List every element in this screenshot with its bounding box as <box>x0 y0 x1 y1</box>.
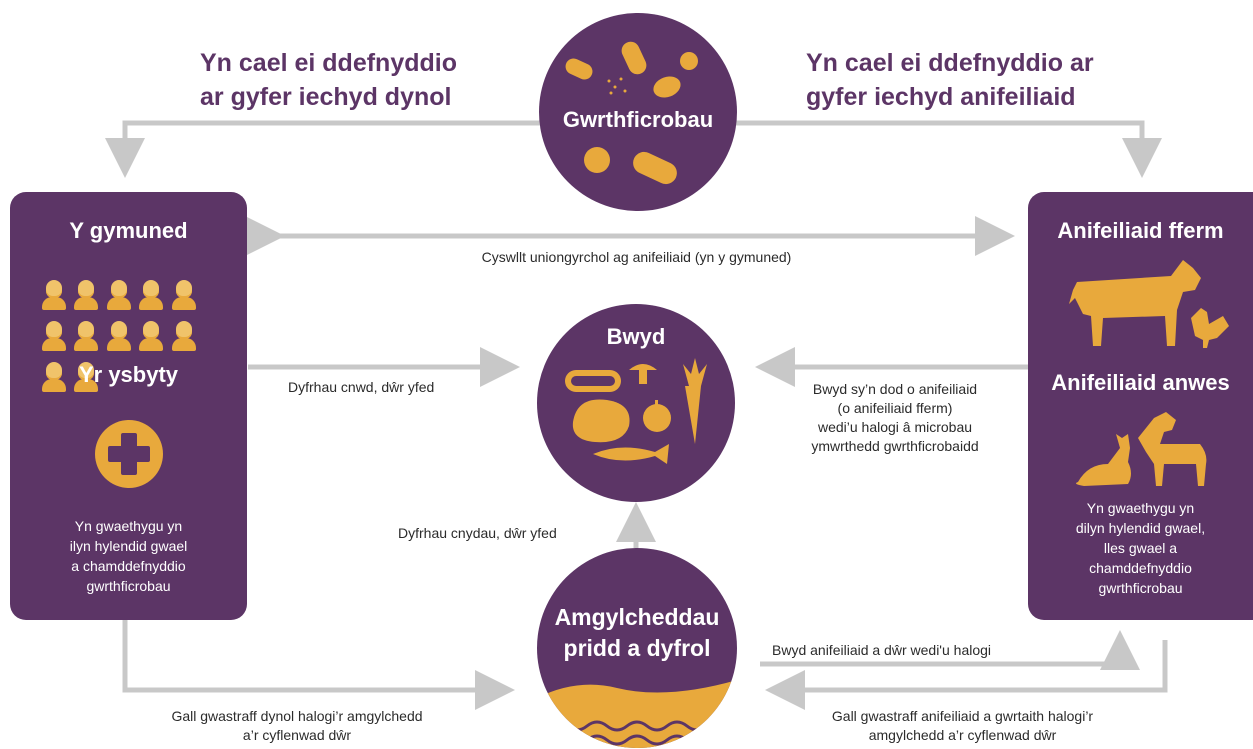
chicken-icon <box>572 399 630 443</box>
pet-icons <box>1076 412 1207 486</box>
pets-title: Anifeiliaid anwes <box>1051 370 1230 395</box>
water-waves-icon <box>546 720 728 732</box>
label-community-to-food: Dyfrhau cnwd, dŵr yfed <box>288 379 435 395</box>
cat-icon <box>1076 434 1131 486</box>
mushroom-icon <box>629 364 657 384</box>
antimicrobials-title: Gwrthficrobau <box>562 107 714 132</box>
antimicrobials-node: Gwrthficrobau <box>539 13 737 211</box>
farm-animal-icons <box>1069 260 1229 348</box>
tablet-icon <box>584 147 610 173</box>
carrot-icon <box>685 386 701 444</box>
label-direct-contact: Cyswllt uniongyrchol ag anifeiliaid (yn … <box>481 249 792 265</box>
label-animals-to-environment: Gall gwastraff anifeiliaid a gwrtaith ha… <box>831 708 1094 743</box>
dog-icon <box>1138 412 1207 486</box>
capsule-icon <box>621 41 647 75</box>
arrow-animals-to-environment <box>765 640 1168 710</box>
hills-icon <box>537 680 737 748</box>
community-title: Y gymuned <box>69 218 188 243</box>
fish-icon <box>593 444 669 464</box>
tablet-icon <box>653 76 681 98</box>
people-icon <box>40 280 220 403</box>
arrow-antimicrobials-to-community <box>105 120 540 178</box>
food-title: Bwyd <box>606 324 666 349</box>
heading-human-use: Yn cael ei ddefnyddio ar gyfer iechyd dy… <box>200 49 457 111</box>
animals-note: Yn gwaethygu yn dilyn hylendid gwael, ll… <box>1075 500 1206 596</box>
label-animals-to-food: Bwyd sy’n dod o anifeiliaid (o anifeilia… <box>811 381 979 454</box>
apple-icon <box>643 404 671 432</box>
capsule-icon <box>565 58 593 80</box>
food-icons <box>565 358 707 464</box>
arrow-environment-to-animals <box>760 630 1140 670</box>
community-node: Y gymuned Yr ysbyty Yn gwaethygu yn ilyn… <box>10 192 247 620</box>
environment-title: Amgylcheddau pridd a dyfrol <box>554 604 720 661</box>
community-note: Yn gwaethygu yn ilyn hylendid gwael a ch… <box>69 518 188 594</box>
medicine-icons <box>565 41 698 185</box>
environment-icons <box>537 680 737 748</box>
farm-animals-title: Anifeiliaid fferm <box>1057 218 1224 243</box>
arrow-community-to-environment <box>122 620 515 710</box>
hospital-cross-icon <box>95 420 163 488</box>
environment-node: Amgylcheddau pridd a dyfrol <box>537 548 737 748</box>
arrow-antimicrobials-to-animals <box>735 120 1162 178</box>
cow-icon <box>1069 260 1201 346</box>
plaster-icon <box>633 151 677 185</box>
hen-icon <box>1191 308 1229 348</box>
pill-icon <box>680 52 698 70</box>
food-node: Bwyd <box>537 304 735 502</box>
label-environment-to-food: Dyfrhau cnydau, dŵr yfed <box>398 525 557 541</box>
hospital-title: Yr ysbyty <box>78 362 179 387</box>
heading-animal-use: Yn cael ei ddefnyddio ar gyfer iechyd an… <box>806 49 1094 111</box>
animals-node: Anifeiliaid fferm Anifeiliaid anwes Yn g… <box>1028 192 1253 620</box>
label-community-to-environment: Gall gwastraff dynol halogi’r amgylchedd… <box>171 708 423 743</box>
label-environment-to-animals: Bwyd anifeiliaid a dŵr wedi'u halogi <box>772 642 992 658</box>
